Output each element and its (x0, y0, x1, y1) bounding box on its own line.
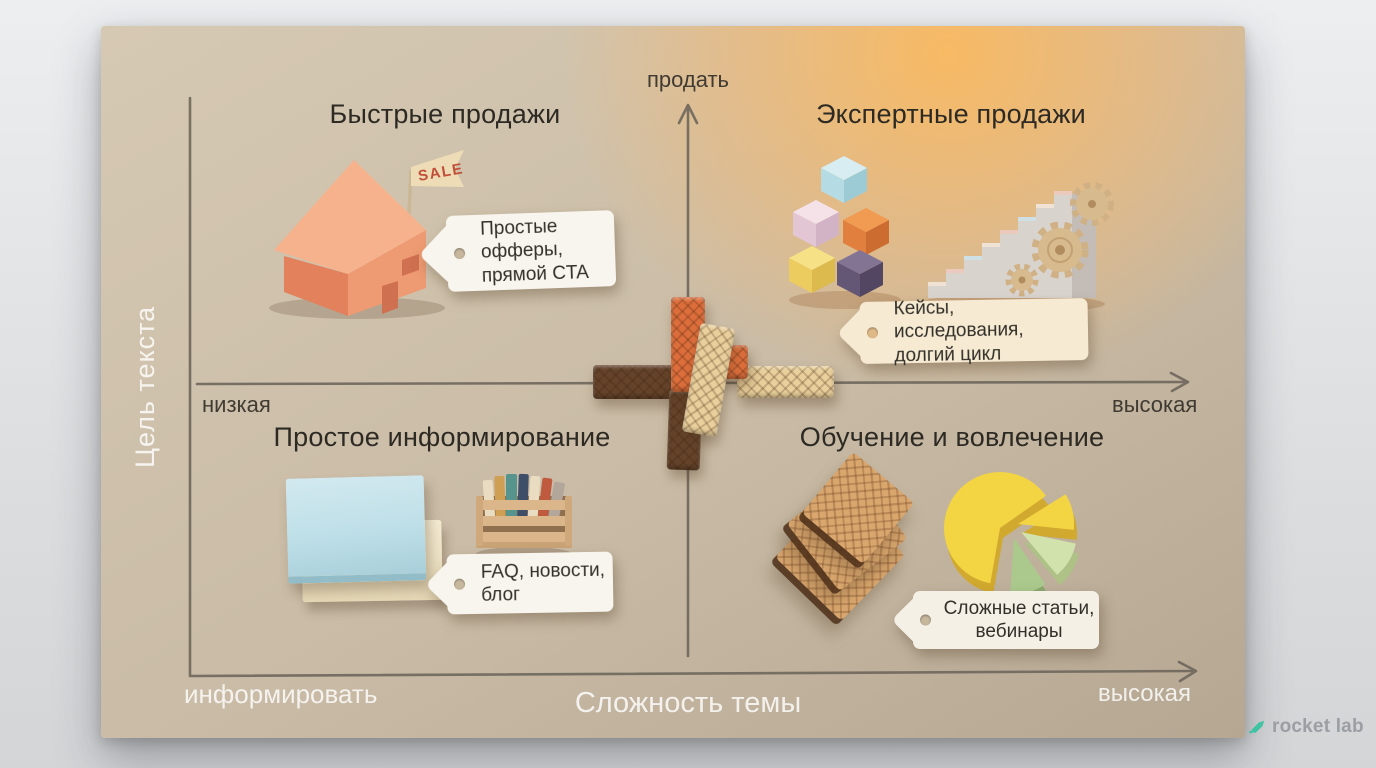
tag-top-left-text: Простые офферы, прямой CTA (479, 216, 590, 287)
wafer-stick-right (737, 366, 834, 398)
gear-medium-icon (1070, 182, 1114, 226)
book-crate-icon (476, 473, 572, 561)
quadrant-title-top-left: Быстрые продажи (329, 99, 561, 129)
y-axis-label: Цель текста (130, 305, 160, 469)
tag-top-left: Простые офферы, прямой CTA (445, 210, 617, 292)
building-blocks-icon (789, 156, 901, 309)
tag-bottom-left-text: FAQ, новости, блог (480, 559, 606, 606)
x-mid-left-label: низкая (202, 392, 271, 417)
x-mid-right-label: высокая (1112, 392, 1198, 417)
tag-top-right-text: Кейсы, исследования, долгий цикл (893, 297, 1024, 366)
pie-slice-yellow-small (1018, 494, 1075, 530)
tag-bottom-left: FAQ, новости, блог (446, 551, 614, 615)
rocket-icon (1249, 720, 1265, 734)
watermark-text: rocket lab (1272, 716, 1364, 737)
stairs-with-gears-icon (915, 182, 1114, 313)
pie-slice-green (1010, 538, 1046, 595)
tag-bottom-right: Сложные статьи, вебинары (913, 591, 1099, 649)
sticky-note-blue-icon (285, 475, 427, 584)
tag-top-right: Кейсы, исследования, долгий цикл (859, 298, 1089, 366)
quadrant-title-top-right: Экспертные продажи (816, 99, 1086, 129)
pie-slice-green-light (1021, 532, 1076, 575)
wafer-stack-icon (774, 451, 915, 622)
x-bottom-right-label: высокая (1098, 680, 1191, 707)
house-with-sale-flag-icon: SALE (269, 150, 465, 319)
pie-slice-yellow-main (944, 472, 1046, 584)
gear-large-icon (1031, 221, 1089, 279)
x-bottom-left-label: информировать (184, 679, 378, 709)
y-axis-top-label: продать (646, 67, 730, 92)
quadrant-title-bottom-right: Обучение и вовлечение (799, 422, 1105, 452)
tag-bottom-right-text: Сложные статьи, вебинары (943, 597, 1095, 642)
watermark: rocket lab (1248, 716, 1364, 738)
gear-small-icon (1005, 263, 1039, 297)
x-axis-label: Сложность темы (574, 687, 802, 719)
quadrant-title-bottom-left: Простое информирование (273, 422, 611, 452)
